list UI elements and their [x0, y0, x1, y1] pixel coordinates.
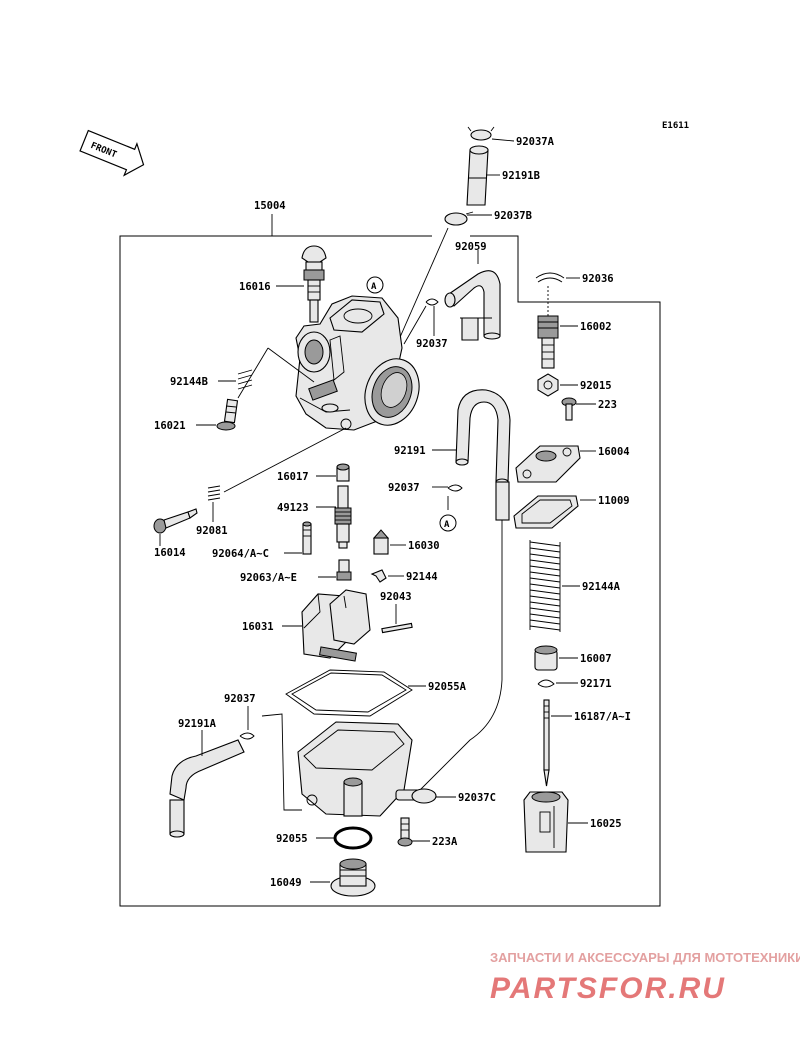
label-11009: 11009	[598, 495, 630, 507]
diagram-code: E1611	[662, 121, 689, 131]
label-16017: 16017	[277, 471, 309, 483]
pilot-jet-92064	[302, 521, 312, 555]
oring-92055	[333, 826, 373, 850]
label-16030: 16030	[408, 540, 440, 552]
label-16049: 16049	[270, 877, 302, 889]
label-16007: 16007	[580, 653, 612, 665]
label-92037-low: 92037	[224, 693, 256, 705]
label-92144b: 92144B	[170, 376, 208, 388]
tube-92191b	[466, 145, 489, 206]
assembly-label: 15004	[254, 200, 286, 212]
float-bowl	[297, 721, 423, 817]
label-92064: 92064/A~C	[212, 548, 269, 560]
screw-16021	[216, 398, 239, 431]
label-92055a: 92055A	[428, 681, 467, 693]
label-92171: 92171	[580, 678, 612, 690]
float-16031	[301, 589, 371, 662]
jet-16017	[336, 463, 350, 482]
label-92037b: 92037B	[494, 210, 532, 222]
spring-92144b	[237, 369, 253, 390]
clip-92144	[370, 569, 387, 583]
hose-92191	[455, 389, 511, 521]
label-92144: 92144	[406, 571, 438, 583]
label-92015: 92015	[580, 380, 612, 392]
carburetor-body	[295, 245, 420, 431]
label-16187: 16187/A~I	[574, 711, 631, 723]
assembly-frame	[119, 214, 661, 907]
label-92037c: 92037C	[458, 792, 496, 804]
screw-16014	[153, 508, 198, 534]
watermark-logo: PARTSFOR.RU	[490, 972, 726, 1005]
ref-marker-a-bottom: A	[439, 514, 457, 532]
ref-marker-a-top: A	[366, 276, 384, 294]
needle-jet-49123	[334, 485, 352, 549]
nut-92015	[537, 373, 559, 397]
label-16004: 16004	[598, 446, 630, 458]
label-223a: 223A	[432, 836, 458, 848]
clip-92037c	[411, 788, 437, 804]
gasket-92055a	[285, 669, 413, 717]
clip-92037-low	[239, 732, 255, 740]
label-92037-mid: 92037	[388, 482, 420, 494]
label-223: 223	[598, 399, 617, 411]
watermark-tagline: ЗАПЧАСТИ И АКСЕССУАРЫ ДЛЯ МОТОТЕХНИКИ	[490, 950, 800, 965]
label-16025: 16025	[590, 818, 622, 830]
clip-92037-mid	[447, 484, 463, 492]
label-92191b: 92191B	[502, 170, 540, 182]
label-92037-top: 92037	[416, 338, 448, 350]
label-92191: 92191	[394, 445, 426, 457]
screw-223	[561, 397, 577, 421]
label-92059: 92059	[455, 241, 487, 253]
spring-92081	[207, 485, 221, 501]
clip-92037-top	[425, 298, 439, 306]
front-arrow-icon: FRONT	[79, 129, 145, 177]
float-valve-16030	[372, 529, 390, 555]
cap-16004	[515, 445, 581, 483]
label-16014: 16014	[154, 547, 186, 559]
plug-16049	[330, 858, 376, 897]
gasket-11009	[513, 495, 579, 529]
svg-text:A: A	[371, 282, 377, 292]
spring-92144a	[529, 540, 561, 632]
hose-92191a	[169, 739, 245, 838]
label-92036: 92036	[582, 273, 614, 285]
clip-92037a	[467, 126, 495, 141]
label-92191a: 92191A	[178, 718, 217, 730]
ring-92036	[535, 272, 565, 283]
seat-16007	[534, 645, 558, 671]
clip-92037b	[444, 211, 474, 226]
label-16021: 16021	[154, 420, 186, 432]
label-49123: 49123	[277, 502, 309, 514]
label-92055: 92055	[276, 833, 308, 845]
hose-92059	[444, 270, 501, 341]
label-92043: 92043	[380, 591, 412, 603]
label-92063: 92063/A~E	[240, 572, 297, 584]
adjuster-16002	[537, 315, 559, 369]
pin-92043	[381, 622, 413, 634]
label-92081: 92081	[196, 525, 228, 537]
needle-16187	[543, 699, 550, 787]
label-92144a: 92144A	[582, 581, 621, 593]
label-92037a: 92037A	[516, 136, 555, 148]
clip-92171	[537, 679, 555, 688]
screw-223a	[397, 817, 413, 847]
main-jet-92063	[336, 559, 352, 581]
label-16016: 16016	[239, 281, 271, 293]
label-16031: 16031	[242, 621, 274, 633]
svg-text:A: A	[444, 520, 450, 530]
label-16002: 16002	[580, 321, 612, 333]
throttle-valve-16025	[523, 791, 569, 853]
